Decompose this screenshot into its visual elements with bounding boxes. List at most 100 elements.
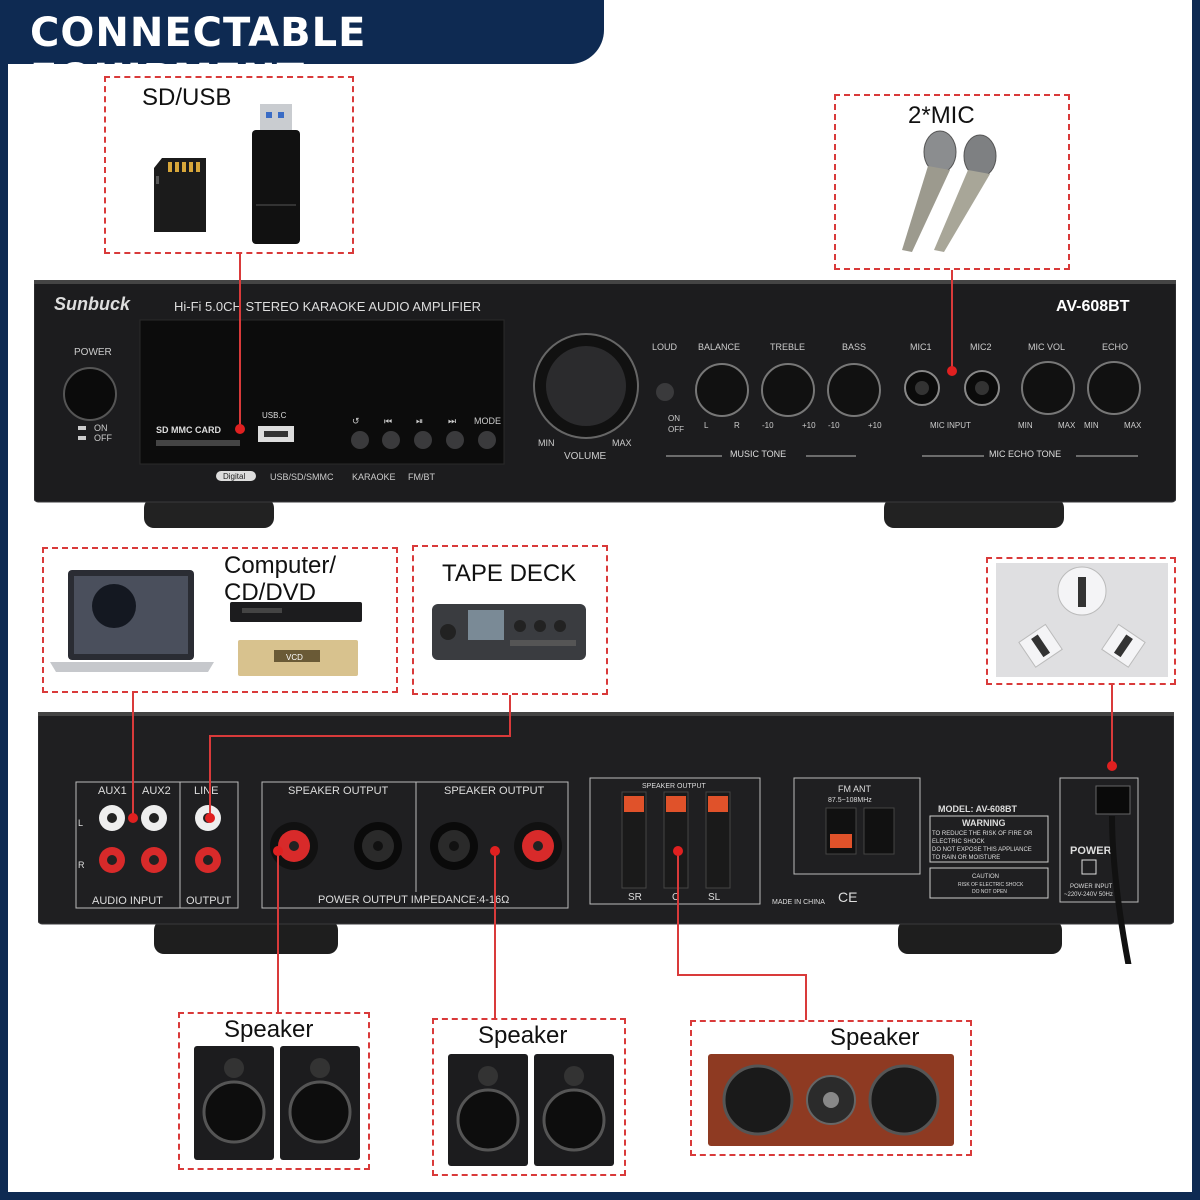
echo-min: MIN: [1084, 421, 1099, 430]
echo-knob[interactable]: [1087, 361, 1141, 415]
wire-endpoint: [235, 424, 245, 434]
computer-label-1: Computer/: [224, 552, 337, 579]
wire-endpoint: [673, 846, 683, 856]
bass-max: +10: [868, 421, 882, 430]
wire-speaker-right-v1: [677, 852, 679, 976]
wire-endpoint: [490, 846, 500, 856]
usb-stick-icon: [252, 104, 300, 244]
mic-label: 2*MIC: [908, 102, 975, 129]
wire-tape-v1: [509, 695, 511, 737]
prev-button[interactable]: [382, 431, 400, 449]
mic1-label: MIC1: [910, 342, 932, 352]
svg-text:↺: ↺: [352, 416, 360, 426]
warning-line-4: TO RAIN OR MOISTURE: [932, 855, 1000, 861]
feature-usb: USB/SD/SMMC: [270, 472, 334, 482]
tape-deck-illustration: [432, 604, 586, 660]
vcd-player-icon: VCD: [238, 640, 358, 676]
svg-text:⏯: ⏯: [416, 416, 423, 426]
amplifier-front-panel: Sunbuck Hi-Fi 5.0CH STEREO KARAOKE AUDIO…: [34, 280, 1176, 528]
center-speaker: [708, 1054, 954, 1146]
dvd-player-icon: [230, 602, 362, 622]
wire-sdusb: [239, 254, 241, 428]
mic-vol-max: MAX: [1058, 421, 1076, 430]
next-button[interactable]: [446, 431, 464, 449]
balance-knob[interactable]: [695, 363, 749, 417]
mic2-label: MIC2: [970, 342, 992, 352]
echo-max: MAX: [1124, 421, 1142, 430]
balance-right: R: [734, 421, 740, 430]
speaker-label-middle: Speaker: [478, 1022, 568, 1049]
echo-label: ECHO: [1102, 342, 1128, 352]
rear-power-label: POWER: [1070, 845, 1112, 857]
mic-vol-label: MIC VOL: [1028, 342, 1065, 352]
sd-card-slot[interactable]: [156, 440, 240, 446]
power-on-label: ON: [94, 423, 108, 433]
music-tone-label: MUSIC TONE: [730, 449, 786, 459]
caution-line-1: RISK OF ELECTRIC SHOCK: [958, 882, 1024, 888]
sd-usb-box: [104, 76, 354, 254]
left-channel-label: L: [78, 818, 83, 828]
power-outlet-illustration: [996, 563, 1168, 677]
volume-max: MAX: [612, 438, 632, 448]
wire-speaker-left: [277, 850, 279, 1012]
mic-icon: [934, 134, 997, 252]
treble-knob[interactable]: [761, 363, 815, 417]
speaker-output-label-1: SPEAKER OUTPUT: [288, 785, 389, 797]
power-off-label: OFF: [94, 433, 112, 443]
computer-illustration: VCD: [50, 570, 362, 676]
wire-tape-h: [209, 735, 511, 737]
power-input-label: POWER INPUT: [1070, 884, 1113, 890]
brand-logo: Sunbuck: [54, 294, 131, 314]
model-plate: MODEL: AV-608BT: [938, 804, 1018, 814]
computer-box: [42, 547, 398, 693]
aux1-label: AUX1: [98, 785, 127, 797]
vcd-label: VCD: [286, 653, 303, 662]
laptop-icon: [50, 570, 214, 672]
treble-min: -10: [762, 421, 774, 430]
treble-max: +10: [802, 421, 816, 430]
wire-speaker-right-v2: [805, 974, 807, 1020]
volume-label: VOLUME: [564, 451, 607, 462]
c-label: C: [672, 892, 679, 903]
bass-min: -10: [828, 421, 840, 430]
sd-card-slot-label: SD MMC CARD: [156, 425, 221, 435]
mic-icon: [902, 130, 957, 252]
mic-box: [834, 94, 1070, 270]
studio-speakers-left: [194, 1046, 360, 1160]
loud-button[interactable]: [656, 383, 674, 401]
mic-vol-knob[interactable]: [1021, 361, 1075, 415]
power-button[interactable]: [63, 367, 117, 421]
balance-left: L: [704, 421, 709, 430]
speaker-box-middle: [432, 1018, 626, 1176]
cert-marks: CE: [838, 889, 857, 905]
play-pause-button[interactable]: [414, 431, 432, 449]
svg-text:⏭: ⏭: [448, 416, 456, 426]
sl-label: SL: [708, 892, 721, 903]
fm-range-label: 87.5~108MHz: [828, 797, 872, 804]
right-channel-label: R: [78, 860, 85, 870]
mic-echo-tone-label: MIC ECHO TONE: [989, 449, 1061, 459]
aux2-label: AUX2: [142, 785, 171, 797]
computer-label-2: CD/DVD: [224, 579, 317, 606]
output-label: OUTPUT: [186, 895, 232, 907]
model-name: AV-608BT: [1056, 298, 1130, 315]
product-line: Hi-Fi 5.0CH STEREO KARAOKE AUDIO AMPLIFI…: [174, 299, 481, 314]
wire-endpoint: [128, 813, 138, 823]
bass-knob[interactable]: [827, 363, 881, 417]
speaker-box-right: [690, 1020, 972, 1156]
digital-badge: Digital: [223, 472, 245, 481]
speaker-output-label-2: SPEAKER OUTPUT: [444, 785, 545, 797]
feature-karaoke: KARAOKE: [352, 472, 396, 482]
audio-input-label: AUDIO INPUT: [92, 895, 163, 907]
volume-min: MIN: [538, 438, 555, 448]
page-title: CONNECTABLE EQUIPMENT: [30, 10, 367, 102]
fm-antenna-clip-2[interactable]: [863, 807, 895, 855]
mode-button[interactable]: [478, 431, 496, 449]
speaker-label-left: Speaker: [224, 1016, 314, 1043]
speaker-box-left: [178, 1012, 370, 1170]
balance-label: BALANCE: [698, 342, 740, 352]
studio-speakers-middle: [448, 1054, 614, 1166]
repeat-button[interactable]: [351, 431, 369, 449]
speaker-label-right: Speaker: [830, 1024, 920, 1051]
power-inlet[interactable]: [1095, 785, 1131, 815]
